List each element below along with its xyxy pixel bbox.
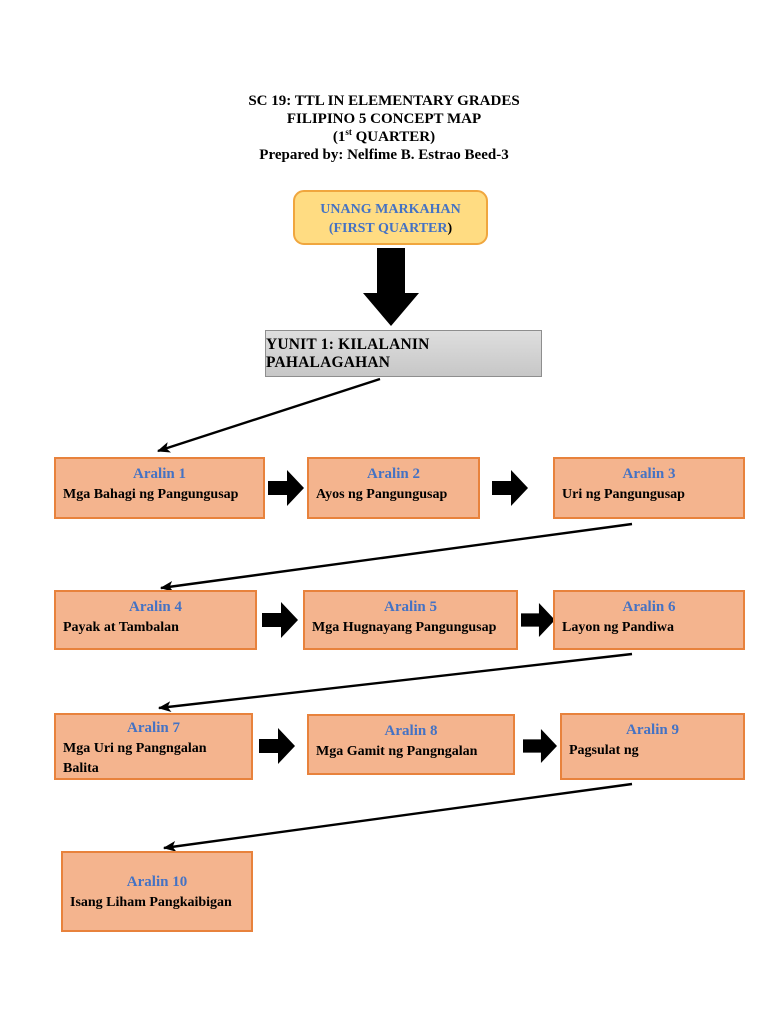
lesson-box-aralin-1: Aralin 1 Mga Bahagi ng Pangungusap xyxy=(54,457,265,519)
lesson-title: Aralin 9 xyxy=(626,722,679,738)
right-arrow-icon xyxy=(523,729,557,763)
right-arrow-icon xyxy=(259,728,295,764)
lesson-title: Aralin 1 xyxy=(133,466,186,482)
lesson-box-aralin-8: Aralin 8 Mga Gamit ng Pangngalan xyxy=(307,714,515,775)
right-arrow-icon xyxy=(268,470,304,506)
lesson-box-aralin-4: Aralin 4 Payak at Tambalan xyxy=(54,590,257,650)
connector-arrow-aralin3-to-aralin4 xyxy=(159,522,633,592)
unit-box-label: YUNIT 1: KILALANIN PAHALAGAHAN xyxy=(266,335,430,371)
connector-arrow-unit-to-aralin1 xyxy=(156,377,381,453)
title-line-3: (1st QUARTER) xyxy=(332,127,436,146)
lesson-body: Payak at Tambalan xyxy=(63,620,179,635)
unit-box: YUNIT 1: KILALANIN PAHALAGAHAN xyxy=(265,330,542,377)
superscript-st: st xyxy=(345,127,352,137)
lesson-body: Mga Bahagi ng Pangungusap xyxy=(63,487,239,502)
lesson-body: Pagsulat ng xyxy=(569,743,639,758)
lesson-box-aralin-5: Aralin 5 Mga Hugnayang Pangungusap xyxy=(303,590,518,650)
lesson-box-aralin-3: Aralin 3 Uri ng Pangungusap xyxy=(553,457,745,519)
lesson-box-aralin-2: Aralin 2 Ayos ng Pangungusap xyxy=(307,457,480,519)
lesson-title: Aralin 7 xyxy=(127,720,180,736)
lesson-body: Mga Hugnayang Pangungusap xyxy=(312,620,497,635)
lesson-title: Aralin 5 xyxy=(384,599,437,615)
lesson-body: Mga Gamit ng Pangngalan xyxy=(316,744,478,759)
lesson-box-aralin-10: Aralin 10 Isang Liham Pangkaibigan xyxy=(61,851,253,932)
lesson-title: Aralin 2 xyxy=(367,466,420,482)
lesson-box-aralin-6: Aralin 6 Layon ng Pandiwa xyxy=(553,590,745,650)
quarter-box-line2: (FIRST QUARTER) xyxy=(328,221,453,236)
lesson-body: Ayos ng Pangungusap xyxy=(316,487,448,502)
lesson-body: Isang Liham Pangkaibigan xyxy=(70,895,232,910)
right-arrow-icon xyxy=(262,602,298,638)
lesson-title: Aralin 10 xyxy=(126,874,188,890)
right-arrow-icon xyxy=(521,603,555,637)
lesson-body: Uri ng Pangungusap xyxy=(562,487,685,502)
quarter-box: UNANG MARKAHAN (FIRST QUARTER) xyxy=(293,190,488,245)
title-line-1: SC 19: TTL IN ELEMENTARY GRADES xyxy=(248,93,520,109)
title-line-4: Prepared by: Nelfime B. Estrao Beed-3 xyxy=(259,147,509,163)
down-arrow-icon xyxy=(363,248,419,326)
lesson-box-aralin-9: Aralin 9 Pagsulat ng xyxy=(560,713,745,780)
lesson-title: Aralin 8 xyxy=(384,723,438,739)
lesson-title: Aralin 4 xyxy=(129,599,182,615)
title-line-2: FILIPINO 5 CONCEPT MAP xyxy=(286,111,482,127)
page-title: SC 19: TTL IN ELEMENTARY GRADES FILIPINO… xyxy=(0,92,768,164)
connector-arrow-aralin9-to-aralin10 xyxy=(162,782,633,852)
lesson-title: Aralin 6 xyxy=(622,599,676,615)
lesson-title: Aralin 3 xyxy=(622,466,676,482)
right-arrow-icon xyxy=(492,470,528,506)
lesson-body: Layon ng Pandiwa xyxy=(562,620,675,635)
connector-arrow-aralin6-to-aralin7 xyxy=(157,652,633,713)
quarter-box-line1: UNANG MARKAHAN xyxy=(320,202,461,217)
